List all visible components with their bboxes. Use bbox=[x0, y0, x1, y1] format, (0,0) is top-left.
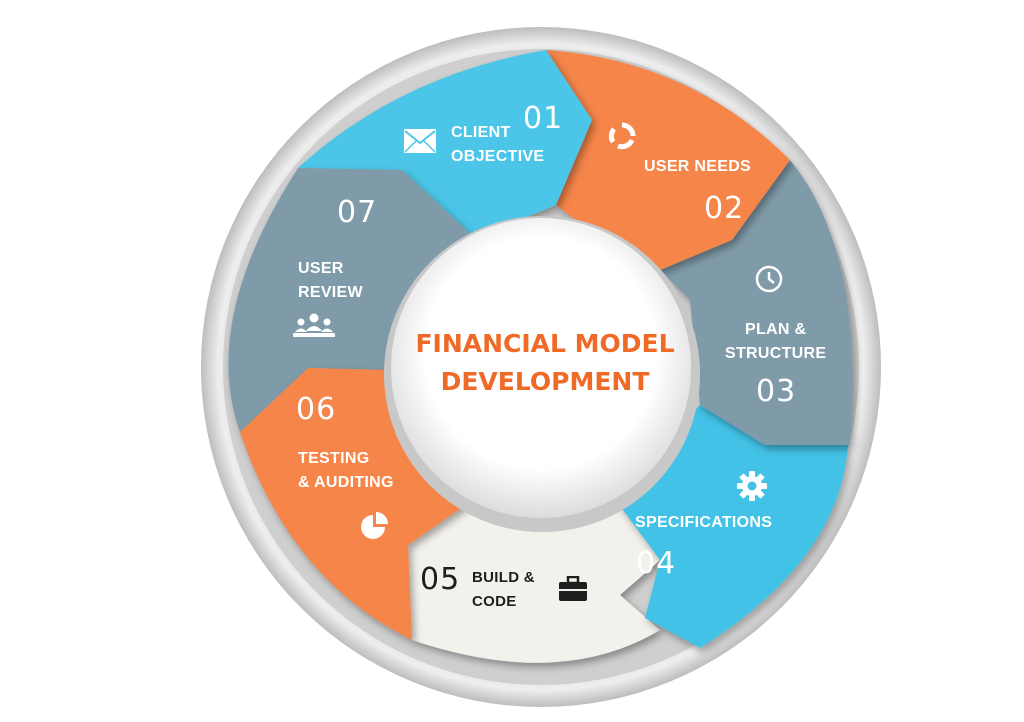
step-05-label: BUILD & CODE bbox=[472, 569, 535, 610]
segment-02 bbox=[546, 50, 790, 270]
cycle-arrows-icon bbox=[608, 122, 636, 150]
center-title: FINANCIAL MODEL DEVELOPMENT bbox=[405, 325, 685, 401]
gear-icon bbox=[737, 471, 767, 501]
step-03-number: 03 bbox=[756, 374, 797, 409]
step-06-number: 06 bbox=[296, 392, 337, 427]
center-circle bbox=[391, 218, 691, 518]
clock-icon bbox=[755, 265, 783, 293]
envelope-icon bbox=[404, 129, 436, 153]
step-07-number: 07 bbox=[337, 195, 378, 230]
step-01-label: CLIENT OBJECTIVE bbox=[451, 124, 545, 165]
segment-04 bbox=[612, 405, 848, 648]
step-04-label: SPECIFICATIONS bbox=[635, 514, 773, 531]
step-06-label: TESTING & AUDITING bbox=[298, 450, 394, 491]
center-title-line2: DEVELOPMENT bbox=[440, 367, 650, 396]
step-05-number: 05 bbox=[420, 562, 461, 597]
step-03-label: PLAN & STRUCTURE bbox=[725, 321, 827, 362]
segment-03 bbox=[660, 160, 853, 445]
step-04-number: 04 bbox=[636, 546, 677, 581]
segment-01 bbox=[298, 50, 592, 238]
step-01-number: 01 bbox=[523, 101, 564, 136]
pie-chart-icon bbox=[361, 512, 388, 539]
step-02-number: 02 bbox=[704, 191, 745, 226]
center-title-line1: FINANCIAL MODEL bbox=[415, 329, 675, 358]
step-02-label: USER NEEDS bbox=[644, 158, 752, 175]
step-07-label: USER REVIEW bbox=[298, 260, 363, 301]
segment-07 bbox=[228, 168, 475, 432]
segment-05 bbox=[408, 495, 660, 663]
briefcase-icon bbox=[559, 576, 587, 601]
meeting-people-icon bbox=[293, 313, 335, 337]
